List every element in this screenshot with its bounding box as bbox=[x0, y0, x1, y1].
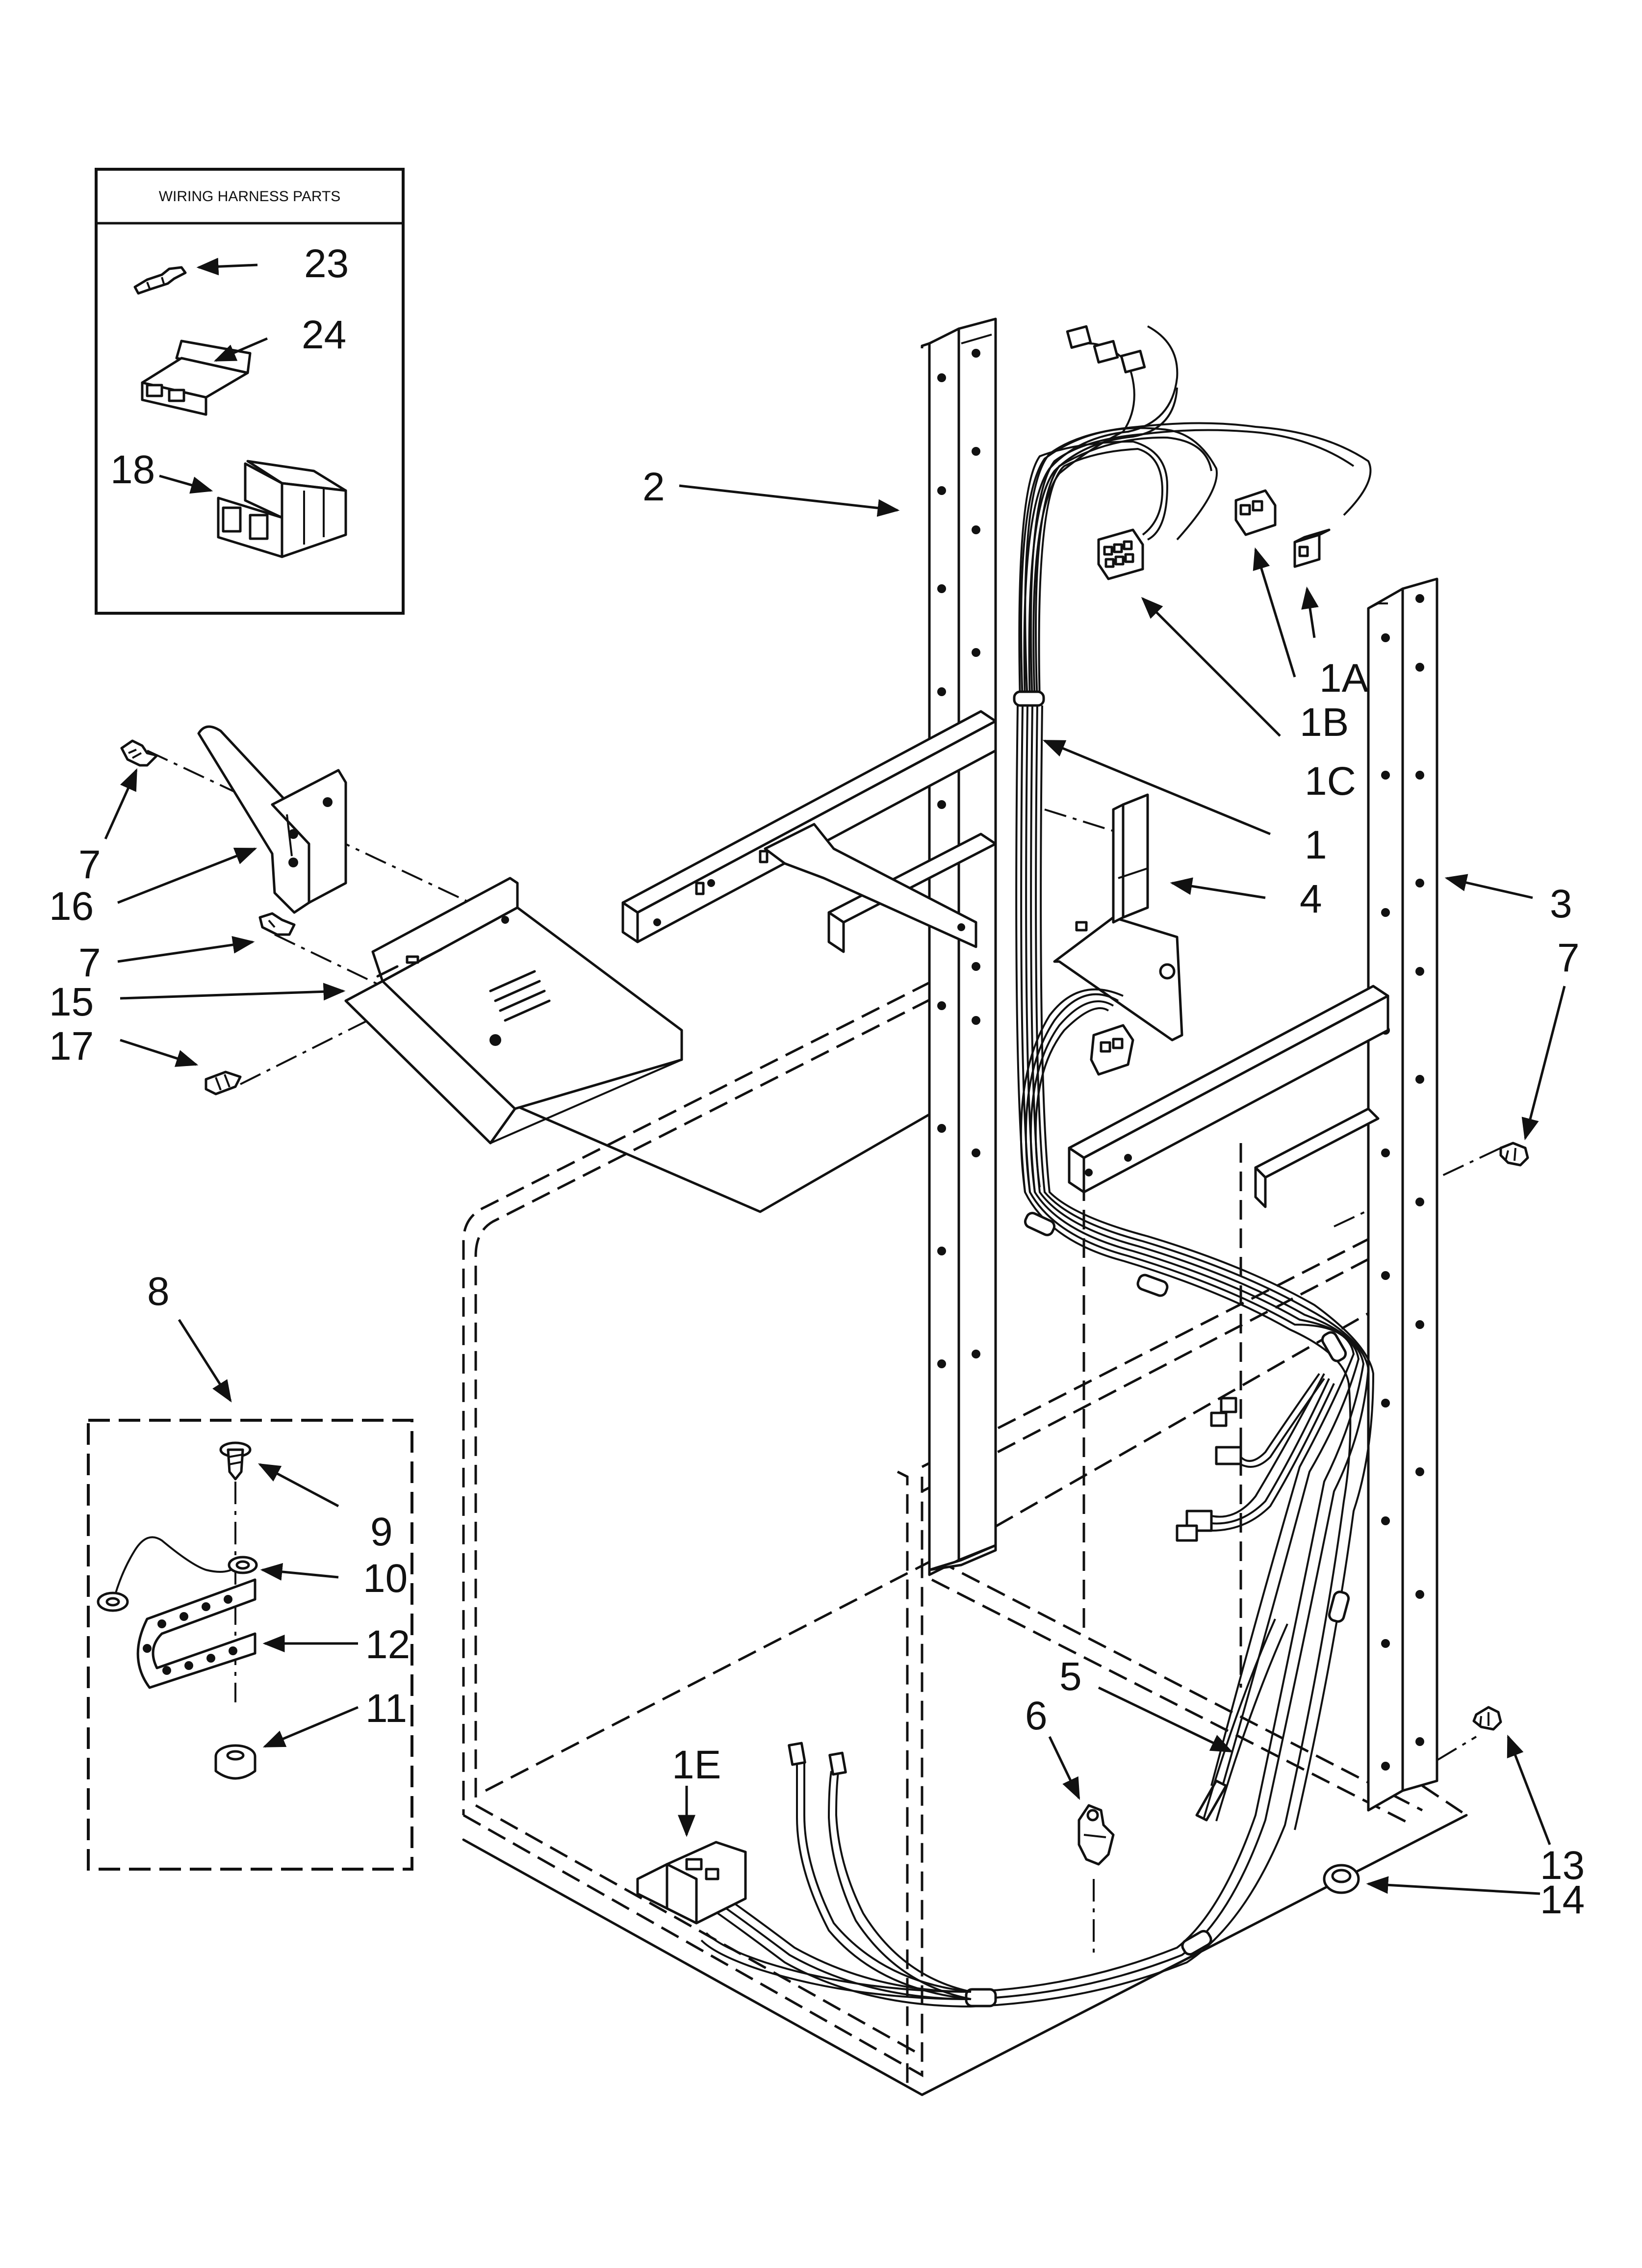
washer-11-icon bbox=[214, 1744, 257, 1780]
ground-strap-12-icon bbox=[136, 1578, 257, 1689]
screw-17-icon bbox=[205, 1070, 242, 1095]
right-cross-brace bbox=[1068, 985, 1389, 1208]
label-18: 18 bbox=[110, 447, 155, 492]
label-1: 1 bbox=[1305, 823, 1327, 867]
label-14: 14 bbox=[1540, 1877, 1585, 1922]
leader-arrows bbox=[104, 484, 1566, 1895]
label-17: 17 bbox=[49, 1024, 94, 1069]
label-23: 23 bbox=[304, 241, 349, 286]
label-2: 2 bbox=[642, 465, 665, 509]
connector-top-small-icon bbox=[1066, 325, 1146, 374]
ground-wire-10-icon bbox=[97, 1536, 258, 1612]
label-9: 9 bbox=[370, 1510, 393, 1554]
screw-7-right-icon bbox=[1499, 1142, 1529, 1167]
nut-14-icon bbox=[1323, 1864, 1360, 1894]
screw-7-middle-icon bbox=[258, 912, 296, 936]
label-7-top: 7 bbox=[78, 842, 101, 887]
label-7-right: 7 bbox=[1557, 936, 1580, 980]
label-1C: 1C bbox=[1305, 759, 1356, 804]
screw-7-top-icon bbox=[120, 739, 158, 767]
cabinet-outline bbox=[462, 955, 1468, 2096]
connector-1A-icon bbox=[1293, 528, 1331, 568]
connectors-right-icon bbox=[1176, 1397, 1242, 1542]
label-24: 24 bbox=[302, 313, 346, 357]
screw-13-icon bbox=[1472, 1706, 1502, 1731]
control-box-15 bbox=[344, 877, 683, 1145]
bracket-4 bbox=[1053, 793, 1183, 1042]
label-6: 6 bbox=[1025, 1694, 1048, 1738]
wiring-harness-parts-box: WIRING HARNESS PARTS 23 24 bbox=[95, 168, 405, 615]
label-16: 16 bbox=[49, 884, 94, 929]
left-vertical-channel-2 bbox=[921, 317, 997, 1576]
right-vertical-channel-3 bbox=[1367, 577, 1438, 1812]
inset-box-title: WIRING HARNESS PARTS bbox=[159, 188, 341, 205]
label-15: 15 bbox=[49, 980, 94, 1024]
label-12: 12 bbox=[365, 1622, 410, 1667]
clip-6-icon bbox=[1078, 1804, 1115, 1866]
label-10: 10 bbox=[363, 1556, 408, 1601]
label-13: 13 bbox=[1540, 1843, 1585, 1888]
connector-1B-icon bbox=[1234, 489, 1277, 536]
ground-screw-9-icon bbox=[219, 1441, 252, 1481]
label-11: 11 bbox=[365, 1686, 407, 1731]
label-7-middle: 7 bbox=[78, 940, 101, 985]
diagonal-strap bbox=[764, 823, 977, 948]
label-1A: 1A bbox=[1319, 656, 1369, 701]
mounting-bracket-16 bbox=[197, 725, 347, 914]
connector-1E-icon bbox=[636, 1841, 747, 1925]
ground-kit-box-8 bbox=[87, 1419, 413, 1871]
label-5: 5 bbox=[1059, 1654, 1082, 1699]
callout-labels: 2 1A 1B 1C 1 4 3 7 7 16 7 15 17 8 9 10 1… bbox=[49, 465, 1585, 1922]
terminal-23-icon bbox=[133, 266, 187, 295]
label-1E: 1E bbox=[672, 1743, 721, 1787]
label-3: 3 bbox=[1550, 882, 1572, 926]
connector-1C-icon bbox=[1097, 528, 1144, 580]
connector-lock-24-icon bbox=[141, 339, 252, 416]
label-4: 4 bbox=[1300, 877, 1322, 921]
label-1B: 1B bbox=[1300, 700, 1349, 745]
small-terminals-icon bbox=[788, 1742, 847, 1776]
wiring-harness-1 bbox=[695, 325, 1375, 2007]
connector-housing-18-icon bbox=[217, 460, 347, 558]
connector-middle-icon bbox=[1090, 1024, 1134, 1076]
label-8: 8 bbox=[147, 1269, 170, 1314]
